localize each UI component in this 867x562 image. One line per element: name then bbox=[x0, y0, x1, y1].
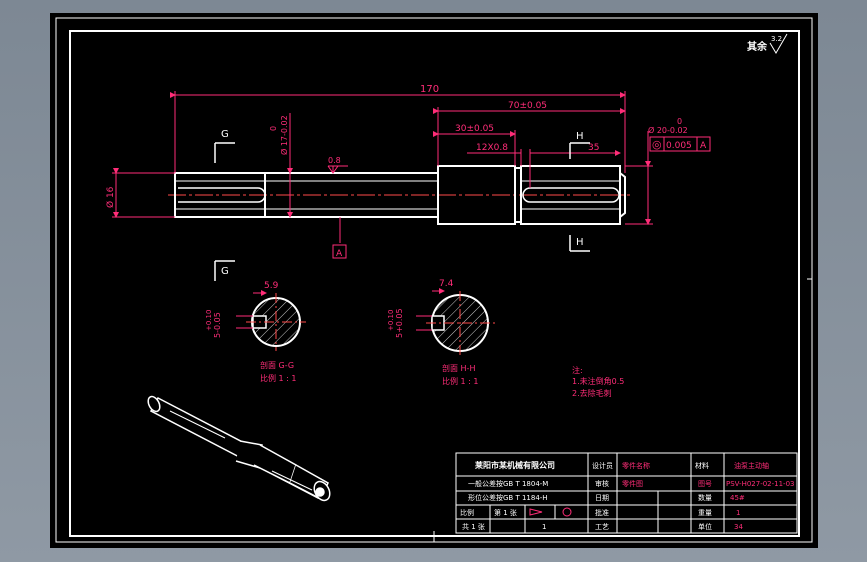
section-right-tol-top: +0.10 bbox=[387, 310, 395, 331]
section-left-tol: 5-0.05 bbox=[213, 312, 222, 338]
section-left-label-1: 剖面 G-G bbox=[260, 360, 294, 370]
section-right-label-2: 比例 1 : 1 bbox=[442, 376, 479, 386]
datum-box bbox=[332, 244, 347, 259]
dimension-lines bbox=[112, 91, 653, 243]
notes-line-2: 2.去除毛刺 bbox=[572, 388, 612, 398]
notes-title: 注: bbox=[572, 365, 583, 375]
dim-dia-20: Ø 20-0.02 bbox=[648, 125, 688, 135]
tb-quantity-label: 数量 bbox=[698, 493, 712, 502]
tolerance-value: 0.005 bbox=[666, 141, 692, 151]
tolerance-datum: A bbox=[700, 141, 707, 151]
projection-symbol-icon bbox=[562, 507, 572, 517]
concentricity-icon: ◎ bbox=[652, 138, 662, 151]
tb-material-label: 材料 bbox=[695, 461, 709, 470]
dim-dia-17-top: 0 bbox=[269, 126, 278, 131]
roughness-symbol-icon bbox=[769, 33, 788, 54]
title-block bbox=[455, 452, 798, 534]
section-left-tol-top: +0.10 bbox=[205, 310, 213, 331]
tb-sheet-label: 第 1 张 bbox=[494, 508, 517, 517]
section-h-h bbox=[416, 288, 496, 358]
roughness-note: 其余 bbox=[747, 40, 768, 53]
isometric-shaft-view bbox=[147, 395, 331, 502]
dim-length-12: 12X0.8 bbox=[476, 143, 508, 153]
tb-design-label: 设计员 bbox=[592, 461, 613, 470]
section-right-tol: 5+0.05 bbox=[395, 308, 404, 338]
section-mark-h-bottom: H bbox=[576, 237, 584, 248]
tb-part-name-label: 零件名称 bbox=[622, 461, 650, 470]
tb-company: 莱阳市某机械有限公司 bbox=[475, 460, 555, 470]
dim-length-35: 35 bbox=[588, 143, 599, 153]
roughness-value: 3.2 bbox=[771, 35, 782, 43]
dim-overall-length: 170 bbox=[420, 84, 439, 95]
dim-dia-20-top: 0 bbox=[677, 117, 682, 126]
tb-quantity: 1 bbox=[736, 509, 740, 517]
tb-scale-value: 1 bbox=[542, 523, 546, 531]
section-left-width: 5.9 bbox=[264, 281, 279, 291]
tb-part-name: 油泵主动轴 bbox=[734, 461, 769, 470]
notes-line-1: 1.未注倒角0.5 bbox=[572, 376, 624, 386]
section-cut-lines bbox=[214, 142, 590, 281]
dim-dia-16: Ø 16 bbox=[105, 186, 116, 208]
tb-scale-label: 比例 bbox=[460, 508, 474, 517]
section-mark-g-top: G bbox=[221, 129, 229, 140]
section-right-width: 7.4 bbox=[439, 279, 454, 289]
tb-date-label: 日期 bbox=[595, 494, 609, 502]
section-g-g bbox=[236, 290, 306, 351]
tb-weight-label: 重量 bbox=[698, 509, 712, 517]
datum-label: A bbox=[336, 249, 343, 259]
tb-weight: 34 bbox=[734, 523, 743, 531]
shaft-outline bbox=[174, 165, 626, 225]
section-mark-g-bottom: G bbox=[221, 266, 229, 277]
section-left-label-2: 比例 1 : 1 bbox=[260, 373, 297, 383]
tb-std-line-1: 一般公差按GB T 1804-M bbox=[468, 479, 548, 488]
tolerance-frame: ◎ 0.005 A bbox=[649, 136, 711, 152]
tb-approve-label: 批准 bbox=[595, 508, 609, 517]
tb-sheet-total: 共 1 张 bbox=[462, 522, 485, 531]
keyways bbox=[178, 187, 620, 203]
tb-drawing-type: 零件图 bbox=[622, 479, 643, 488]
tb-drawing-no-label: 图号 bbox=[698, 480, 712, 488]
engineering-drawing: 其余 3.2 bbox=[55, 17, 813, 543]
drawing-sheet: 其余 3.2 bbox=[50, 13, 818, 548]
tb-check-label: 审核 bbox=[595, 479, 609, 488]
section-mark-h-top: H bbox=[576, 131, 584, 142]
section-right-label-1: 剖面 H-H bbox=[442, 363, 475, 373]
dim-length-30: 30±0.05 bbox=[455, 124, 494, 134]
dim-dia-17: Ø 17-0.02 bbox=[279, 115, 289, 155]
tb-process-label: 工艺 bbox=[595, 523, 609, 531]
tb-material: 45# bbox=[730, 494, 745, 502]
dim-length-70: 70±0.05 bbox=[508, 101, 547, 111]
tb-drawing-no: PSV-H027-02-11-03 bbox=[726, 480, 795, 488]
tb-std-line-2: 形位公差按GB T 1184-H bbox=[468, 493, 548, 502]
tb-unit-label: 单位 bbox=[698, 522, 712, 531]
dim-roughness-08: 0.8 bbox=[328, 156, 341, 165]
inner-border bbox=[69, 30, 800, 537]
